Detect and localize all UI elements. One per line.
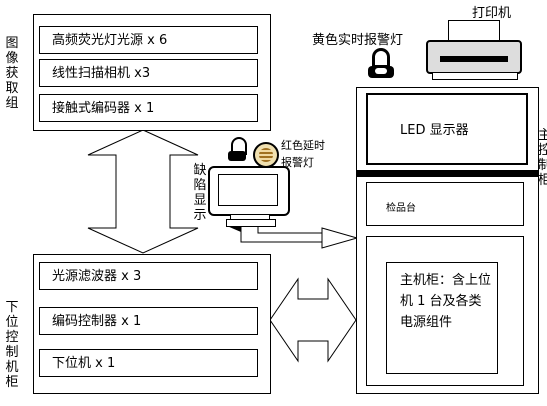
image-group-item-encoder: 接触式编码器 x 1 [39,94,258,122]
cabinet-lamp-icon [368,48,396,86]
inspection-table-panel [366,182,524,226]
lower-cabinet-item-lower-pc: 下位机 x 1 [39,349,258,377]
red-lamp-label: 红色延时报警灯 [281,139,325,169]
lower-cabinet-item-filter: 光源滤波器 x 3 [39,262,258,290]
host-cabinet-text: 主机柜：含上位机 1 台及各类电源组件 [400,273,492,330]
monitor-icon [208,166,290,222]
vertical-double-arrow [87,129,199,254]
inspection-table-label: 检品台 [386,203,416,214]
yellow-lamp-icon [228,137,248,165]
yellow-lamp-label: 黄色实时报警灯 [312,33,404,48]
lower-cabinet-item-encoder-ctrl: 编码控制器 x 1 [39,307,258,335]
led-display-label: LED 显示器 [400,123,469,138]
image-group-item-camera: 线性扫描相机 x3 [39,59,258,87]
printer-label: 打印机 [472,6,512,21]
image-group-label: 图像获取组 [5,36,19,111]
led-display-panel [366,93,528,165]
printer-icon [426,20,526,82]
monitor-arrow-head [321,227,359,249]
red-lamp-icon [253,142,279,168]
defect-display-label: 缺陷显示 [193,163,207,223]
monitor-stand [226,219,276,227]
main-cabinet-label: 主控制柜 [538,128,547,188]
image-group-item-lamp: 高频荧光灯光源 x 6 [39,26,258,54]
cabinet-divider-bar [356,170,539,177]
host-cabinet-textbox [386,262,498,374]
lower-cabinet-label: 下位控制机柜 [5,300,19,390]
horizontal-double-arrow [269,277,357,363]
